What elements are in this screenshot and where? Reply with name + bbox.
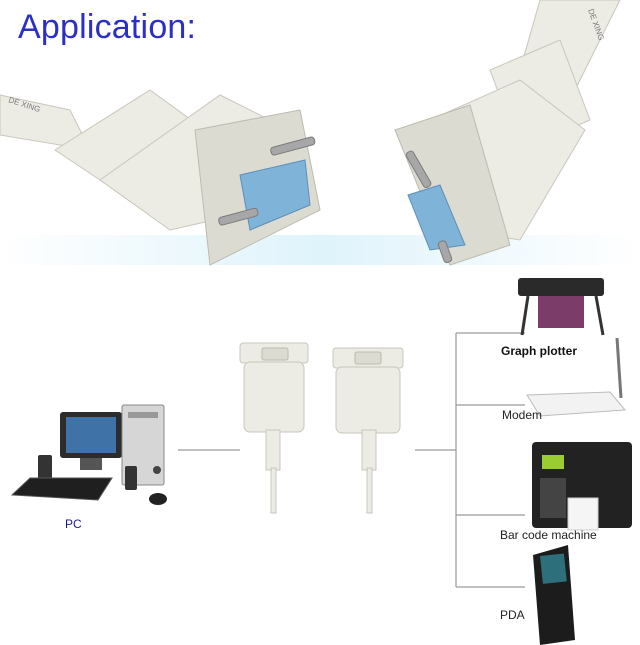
connector-1-hood [243,361,305,433]
left-screw-top [270,136,316,156]
pda-illustration [533,545,575,645]
monitor-stand [80,458,102,470]
connector-2-hood [335,366,401,434]
pda-screen [540,553,567,584]
plotter-illustration [518,278,605,336]
cable-2 [366,467,373,514]
right-screw-bottom [437,240,453,264]
right-screw-top [405,150,432,189]
modem-illustration [526,337,627,417]
plotter-label: Graph plotter [501,344,578,358]
plotter-print [538,296,584,328]
modem-label: Modem [502,408,543,422]
tower [121,404,165,486]
speaker-left [38,455,52,479]
monitor-screen [66,417,116,453]
connector-2-strain-relief [361,429,377,471]
connector-2-socket [354,351,382,365]
page-title: Application: [18,8,197,46]
connector-1-socket [261,347,289,361]
tower-button [153,466,161,474]
modem-body [526,391,627,417]
connector-photo: DE XING DE XING [0,0,640,266]
reflection-glow [0,235,640,265]
barcode-label: Bar code machine [500,528,597,542]
left-screw-bottom [218,207,259,226]
printer-keypad [540,478,566,518]
plotter-leg-right [594,295,605,336]
mouse [149,493,167,505]
pda-label: PDA [500,608,525,622]
cable-1 [270,467,277,514]
printer-display [542,455,564,469]
pc-label: PC [65,517,82,531]
left-db9-connector: DE XING [0,89,321,266]
speaker-right [125,466,137,490]
tower-drive [128,412,158,418]
right-db9-connector: DE XING [394,0,621,266]
printer-label [567,497,599,531]
keyboard [10,477,113,501]
modem-antenna [615,337,623,399]
pc-illustration [10,404,167,505]
plotter-head [518,278,604,296]
barcode-printer-illustration [532,442,632,531]
right-socket [407,184,466,251]
plotter-leg-left [520,295,530,336]
connector-1-strain-relief [265,429,281,471]
cable-assembly [239,342,404,514]
